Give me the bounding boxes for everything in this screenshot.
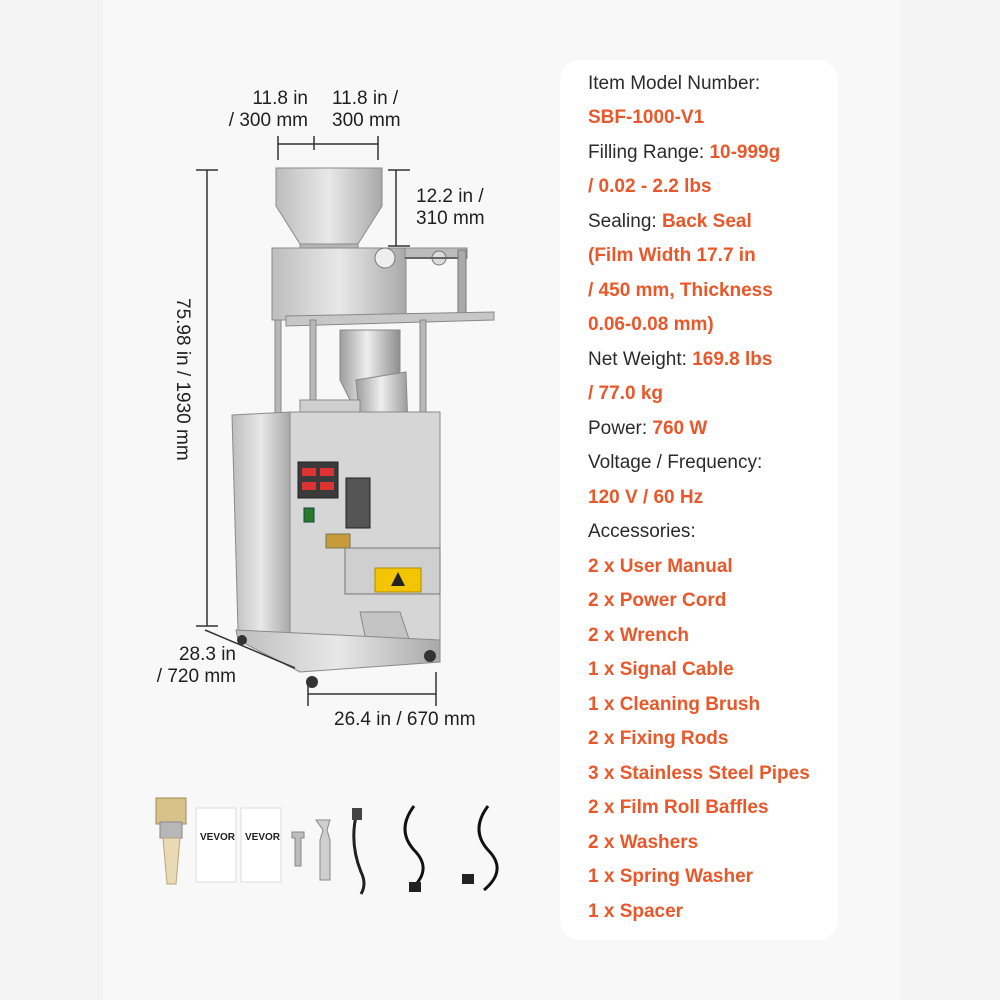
accessories-label: Accessories: [588,521,696,542]
hopper [275,167,383,255]
accessory-item: 2 x User Manual [588,556,733,577]
accessory-item: 1 x Cleaning Brush [588,694,761,715]
hopper-width-left-label: 11.8 in / 300 mm [228,88,308,131]
power-cord-icon [477,805,499,892]
net-weight: Net Weight: 169.8 lbs [588,349,773,370]
accessory-item: 1 x Signal Cable [588,659,734,680]
wrench-icon [315,819,331,881]
voltage-value: 120 V / 60 Hz [588,487,704,508]
spec-card [560,60,838,940]
user-manual-icon [240,807,282,883]
voltage-label: Voltage / Frequency: [588,452,763,473]
sealing-detail-1: (Film Width 17.7 in [588,245,756,266]
net-weight-metric: / 77.0 kg [588,383,663,404]
dimension-lines [196,136,437,706]
filling-range: Filling Range: 10-999g [588,142,781,163]
packing-machine-illustration [155,136,499,895]
machine-body [231,411,441,641]
manual-brand-label: VEVOR [245,832,281,843]
width-label: 26.4 in / 670 mm [334,709,476,730]
manual-brand-label: VEVOR [200,832,236,843]
model-value: SBF-1000-V1 [588,107,705,128]
depth-label: 28.3 in / 720 mm [156,644,236,687]
accessory-item: 2 x Fixing Rods [588,728,729,749]
cleaning-brush-icon [155,797,187,885]
accessory-item: 3 x Stainless Steel Pipes [588,763,810,784]
hopper-width-right-label: 11.8 in / 300 mm [332,88,401,131]
accessory-item: 1 x Spacer [588,901,684,922]
power-cord-icon [403,805,425,892]
filling-range-imperial: / 0.02 - 2.2 lbs [588,176,712,197]
sealing-detail-3: 0.06-0.08 mm) [588,314,714,335]
accessory-item: 2 x Power Cord [588,590,727,611]
signal-cable-icon [352,811,366,895]
wrench-icon [291,831,305,867]
hopper-height-label: 12.2 in / 310 mm [416,186,485,229]
sealing-detail-2: / 450 mm, Thickness [588,280,773,301]
total-height-label: 75.98 in / 1930 mm [172,298,193,461]
model-label: Item Model Number: [588,73,761,94]
outlet-and-base [235,611,441,688]
power: Power: 760 W [588,418,708,439]
accessory-item: 1 x Spring Washer [588,866,754,887]
upper-frame [271,247,495,431]
accessory-item: 2 x Washers [588,832,699,853]
sealing: Sealing: Back Seal [588,211,752,232]
accessory-item: 2 x Film Roll Baffles [588,797,769,818]
accessory-item: 2 x Wrench [588,625,690,646]
accessories-illustration [155,797,499,895]
user-manual-icon [195,807,237,883]
